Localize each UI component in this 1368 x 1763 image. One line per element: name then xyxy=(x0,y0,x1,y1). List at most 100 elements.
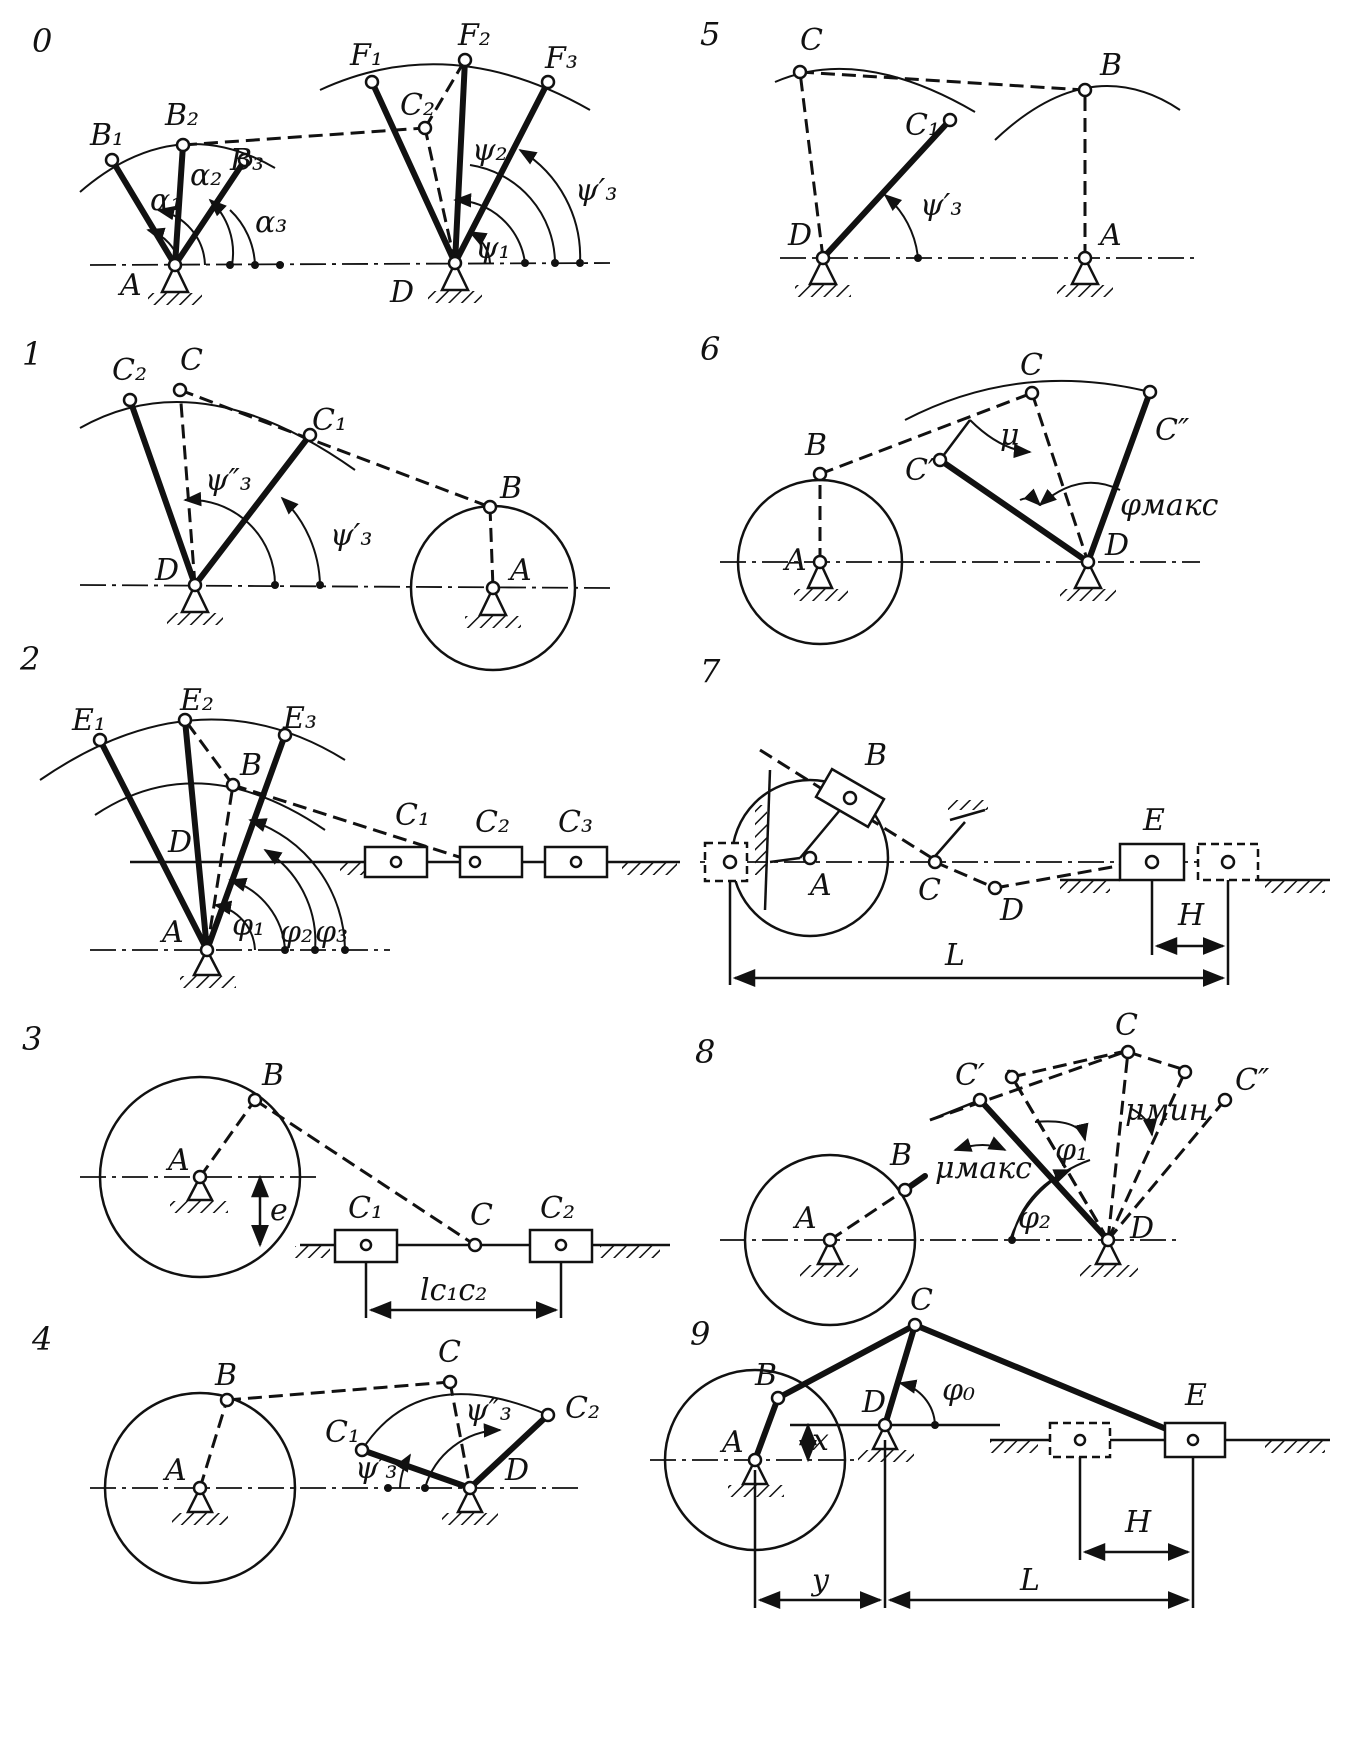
label-psi3: ψ′₃ xyxy=(575,173,617,208)
label-C3: C₃ xyxy=(558,805,593,840)
label-F3: F₃ xyxy=(544,41,578,76)
label-Cp: C′ xyxy=(955,1058,985,1093)
panel-8: 8 C C′ C″ μмин φ₁ μмакс xyxy=(695,1008,1270,1327)
panel-number: 0 xyxy=(32,22,52,60)
label-A: A xyxy=(807,868,832,903)
label-E1: E₁ xyxy=(71,703,106,738)
label-D: D xyxy=(1104,528,1129,563)
label-A: A xyxy=(782,543,807,578)
label-A: A xyxy=(719,1425,744,1460)
label-phi2: φ₂ xyxy=(280,915,313,950)
label-phi1: φ₁ xyxy=(232,908,265,943)
label-a3: α₃ xyxy=(255,205,287,240)
panel-5: 5 C B C₁ D A ψ′₃ xyxy=(700,15,1200,297)
label-phimax: φмакс xyxy=(1120,488,1219,523)
label-C: C xyxy=(918,873,941,908)
label-mumin: μмин xyxy=(1125,1093,1208,1128)
panel-number: 2 xyxy=(19,640,40,678)
label-Cp: C′ xyxy=(905,453,935,488)
label-A: A xyxy=(117,268,142,303)
label-A: A xyxy=(1097,218,1122,253)
panel-number: 3 xyxy=(22,1020,42,1058)
label-F1: F₁ xyxy=(349,38,383,73)
label-C: C xyxy=(1020,348,1043,383)
panel-number: 7 xyxy=(700,652,721,690)
label-A: A xyxy=(792,1201,817,1236)
label-D: D xyxy=(167,825,192,860)
label-H: H xyxy=(1177,898,1205,933)
label-E2: E₂ xyxy=(179,683,214,718)
label-C: C xyxy=(438,1335,461,1370)
label-psi2: ψ₂ xyxy=(472,133,508,168)
panel-3: 3 B A e C₁ C C₂ lc₁c₂ xyxy=(22,1020,670,1319)
label-B: B xyxy=(804,428,827,463)
label-C1: C₁ xyxy=(905,108,940,143)
label-mu: μ xyxy=(1000,418,1020,453)
label-E: E xyxy=(1142,803,1165,838)
label-phi3: φ₃ xyxy=(315,915,348,950)
label-D: D xyxy=(504,1453,529,1488)
label-B: B xyxy=(889,1138,912,1173)
label-mumax: μмакс xyxy=(935,1151,1032,1186)
label-E: E xyxy=(1184,1378,1207,1413)
label-Cpp: C″ xyxy=(1155,413,1190,448)
label-H: H xyxy=(1124,1505,1152,1540)
label-B1: B₁ xyxy=(89,118,124,153)
label-A: A xyxy=(162,1453,187,1488)
label-A: A xyxy=(507,553,532,588)
label-D: D xyxy=(999,893,1024,928)
label-psi3pp: ψ″₃ xyxy=(465,1393,512,1428)
label-F2: F₂ xyxy=(457,18,491,53)
panel-1: 1 C₂ C C₁ ψ″₃ ψ′₃ D B A xyxy=(22,335,611,672)
label-C1: C₁ xyxy=(325,1415,360,1450)
label-C2: C₂ xyxy=(565,1391,600,1426)
label-C2: C₂ xyxy=(475,805,510,840)
label-C2: C₂ xyxy=(112,353,147,388)
panel-number: 8 xyxy=(695,1033,715,1071)
label-lc1c2: lc₁c₂ xyxy=(420,1273,487,1308)
label-D: D xyxy=(1129,1211,1154,1246)
label-B: B xyxy=(214,1358,237,1393)
label-y: y xyxy=(810,1563,830,1598)
label-phi1: φ₁ xyxy=(1055,1133,1088,1168)
panel-number: 6 xyxy=(700,330,720,368)
label-C: C xyxy=(470,1198,493,1233)
panel-number: 1 xyxy=(22,335,42,373)
label-L: L xyxy=(1019,1563,1040,1598)
label-B: B xyxy=(499,471,522,506)
label-psi3p: ψ′₃ xyxy=(330,518,372,553)
label-phi0: φ₀ xyxy=(942,1373,975,1408)
label-D: D xyxy=(389,275,414,310)
label-B: B xyxy=(754,1358,777,1393)
label-A: A xyxy=(159,915,184,950)
panel-number: 5 xyxy=(700,15,720,53)
label-A: A xyxy=(165,1143,190,1178)
panel-4: 4 B C C₂ ψ″₃ C₁ ψ′₃ A D xyxy=(31,1320,600,1585)
label-B3: B₃ xyxy=(229,143,264,178)
label-B: B xyxy=(239,748,262,783)
panel-6: 6 C C″ C′ B μ φмакс A D xyxy=(700,330,1219,646)
label-B: B xyxy=(864,738,887,773)
label-psi3pp: ψ″₃ xyxy=(205,463,252,498)
label-D: D xyxy=(154,553,179,588)
label-C: C xyxy=(180,343,203,378)
label-C2: C₂ xyxy=(400,88,435,123)
label-psi1: ψ₁ xyxy=(475,231,511,266)
label-psi3p: ψ′₃ xyxy=(920,188,962,223)
label-L: L xyxy=(944,938,965,973)
label-B: B xyxy=(1099,48,1122,83)
label-B: B xyxy=(261,1058,284,1093)
panel-0: 0 B₁ B₂ B₃ α₁ α₂ α₃ A F xyxy=(32,18,617,310)
label-C1: C₁ xyxy=(395,798,430,833)
panel-number: 9 xyxy=(690,1315,710,1353)
label-a2: α₂ xyxy=(190,158,222,193)
label-psi3p: ψ′₃ xyxy=(355,1451,397,1486)
label-C1: C₁ xyxy=(348,1191,383,1226)
panel-9: 9 B C D φ₀ E A x H xyxy=(650,1283,1330,1609)
panel-2: 2 E₁ E₂ E₃ B D C₁ C₂ C₃ A φ₁ φ₂ xyxy=(19,640,680,988)
panel-7: 7 B A C D xyxy=(700,652,1330,987)
label-a1: α₁ xyxy=(150,183,182,218)
label-D: D xyxy=(787,218,812,253)
label-E3: E₃ xyxy=(282,701,317,736)
